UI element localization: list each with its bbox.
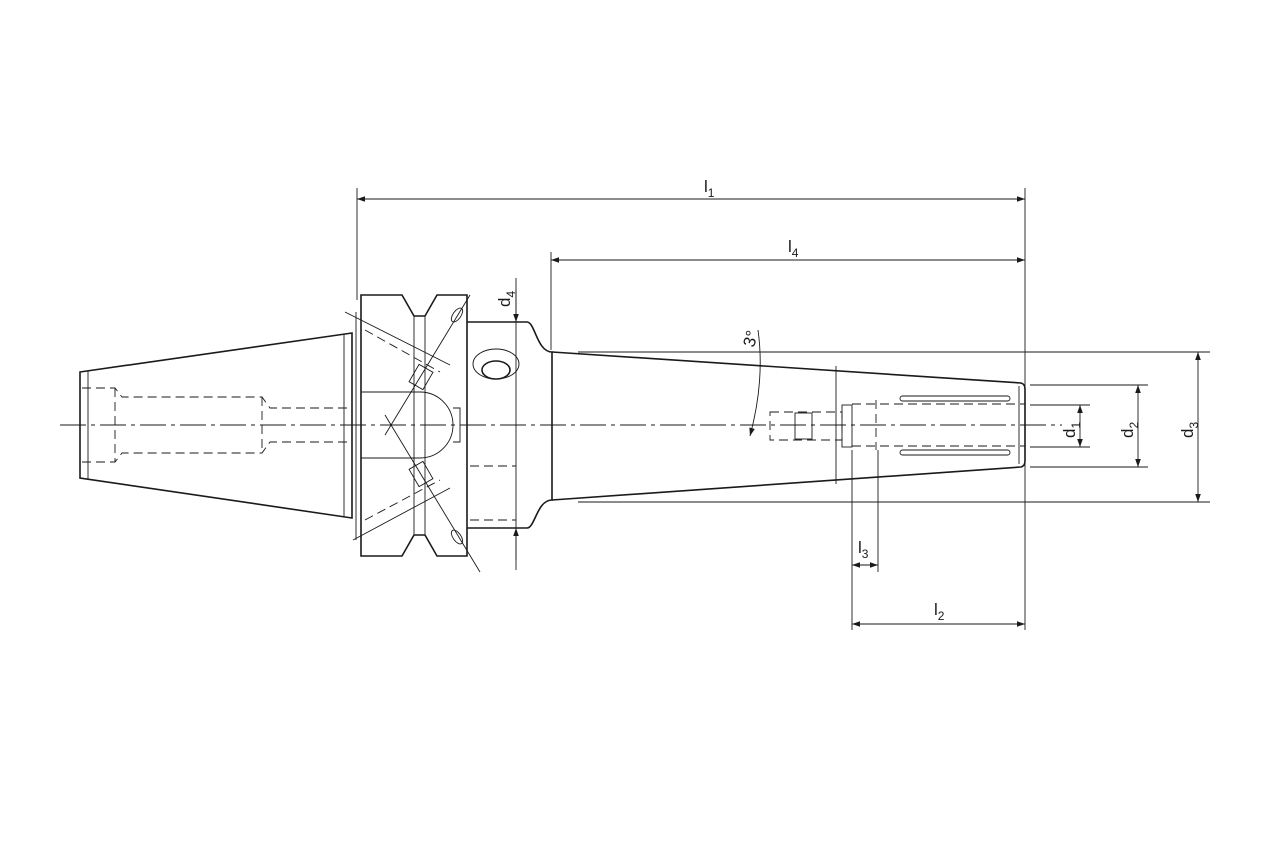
dimension-angle-arc (749, 329, 761, 437)
label-l3: l3 (858, 538, 869, 561)
label-d4: d4 (495, 291, 518, 307)
label-l1: l1 (704, 177, 715, 200)
flange (344, 294, 481, 573)
label-d2: d2 (1118, 422, 1141, 438)
label-l2: l2 (934, 600, 945, 623)
hex-socket-icon (481, 360, 511, 380)
set-screw-icon (408, 363, 434, 391)
label-taper-angle: 3° (740, 328, 763, 349)
set-screw-icon (408, 460, 434, 488)
collar (467, 321, 553, 529)
label-d1: d1 (1060, 422, 1083, 438)
label-d3: d3 (1178, 422, 1201, 438)
steep-taper (79, 332, 353, 519)
shrink-shank (551, 351, 1026, 501)
extension-lines (356, 188, 1210, 630)
label-l4: l4 (788, 237, 799, 260)
